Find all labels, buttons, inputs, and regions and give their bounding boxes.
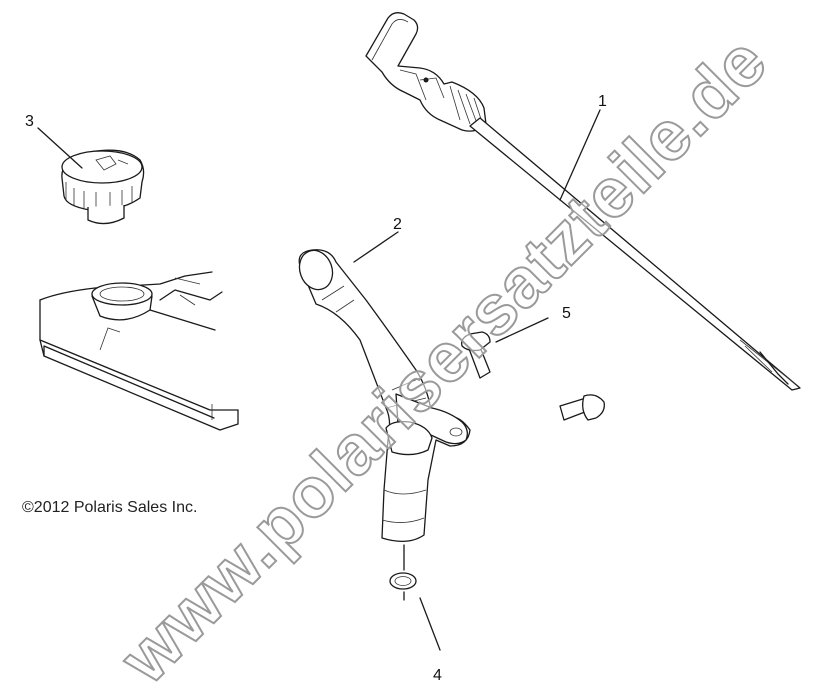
part-2-dipstick-tube — [298, 231, 471, 542]
part-4-o-ring — [389, 544, 441, 651]
callout-2: 2 — [393, 216, 402, 233]
callout-5: 5 — [562, 305, 571, 322]
callout-1: 1 — [598, 93, 607, 110]
part-1-dipstick — [365, 12, 801, 391]
callout-4: 4 — [433, 667, 442, 684]
copyright-notice: ©2012 Polaris Sales Inc. — [22, 499, 198, 516]
callout-3: 3 — [25, 113, 34, 130]
watermark: www.polarisersatzteile.de — [105, 21, 782, 698]
part-3-oil-cap — [37, 127, 145, 225]
valve-cover — [39, 271, 239, 431]
part-5-bolts — [461, 317, 605, 421]
